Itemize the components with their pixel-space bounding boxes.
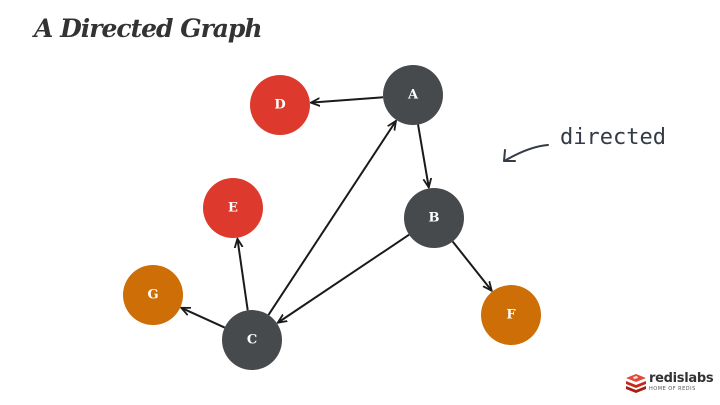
node-label: D [274,98,285,113]
node-c: C [222,310,282,370]
redis-cube-icon [626,374,646,393]
node-circle [203,178,263,238]
node-a: A [383,65,443,125]
node-circle [481,285,541,345]
node-circle [222,310,282,370]
logo-tagline: HOME OF REDIS [649,386,696,392]
edge-b-to-c [278,233,410,323]
node-e: E [203,178,263,238]
node-b: B [404,188,464,248]
node-label: A [407,88,419,103]
node-d: D [250,75,310,135]
annotation-arrow-icon [503,144,549,162]
edge-c-to-a [267,121,396,316]
node-label: F [506,308,516,323]
node-label: E [228,201,238,216]
node-label: G [147,288,158,303]
logo-wordmark: redislabs [649,371,714,386]
node-label: C [247,333,257,348]
directed-annotation: directed [560,125,666,150]
edge-c-to-g [181,308,226,329]
node-g: G [123,265,183,325]
node-circle [383,65,443,125]
node-f: F [481,285,541,345]
node-circle [123,265,183,325]
slide-title: A Directed Graph [34,14,263,43]
edge-c-to-e [237,239,249,311]
edge-a-to-d [311,96,384,102]
node-label: B [429,211,440,226]
node-circle [404,188,464,248]
node-circle [250,75,310,135]
edge-b-to-f [451,240,492,290]
edge-a-to-b [417,124,429,188]
redislabs-logo: redislabs HOME OF REDIS [625,371,714,395]
